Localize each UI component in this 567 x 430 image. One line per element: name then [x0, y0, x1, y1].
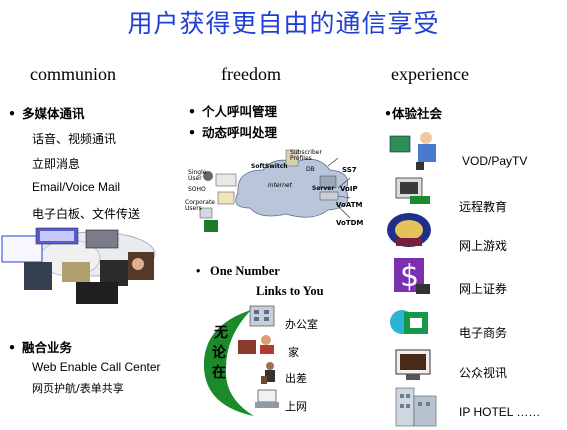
freedom-heading: freedom	[221, 64, 281, 84]
place-home: 家	[288, 346, 299, 359]
communion-item-1: 话音、视频通讯	[32, 132, 117, 146]
label-votdm: VoTDM	[336, 219, 364, 227]
experience-item-hotel: IP HOTEL ……	[459, 405, 541, 419]
svg-text:$: $	[400, 259, 419, 294]
communion-item-2: 立即消息	[32, 157, 81, 171]
bullet-multimedia: 多媒体通讯	[8, 103, 85, 122]
experience-item-video: 公众视讯	[459, 366, 508, 380]
label-voip: VoIP	[340, 185, 358, 193]
softswitch-network-diagram	[199, 149, 351, 232]
experience-item-securities: 网上证券	[459, 282, 508, 296]
label-ss7: SS7	[342, 166, 357, 174]
ecommerce-icon	[390, 310, 428, 334]
experience-item-games: 网上游戏	[459, 239, 508, 253]
place-travel: 出差	[285, 372, 307, 385]
bullet-experience-society: •体验社会	[384, 106, 443, 121]
laptop-user-icon	[255, 389, 279, 408]
bullet-converged: 融合业务	[8, 337, 72, 356]
links-to-you: Links to You	[256, 284, 324, 298]
experience-heading: experience	[391, 64, 469, 84]
communion-heading: communion	[30, 64, 116, 84]
page-title: 用户获得更自由的通信享受	[127, 9, 440, 38]
bullet-one-number: One Number	[196, 264, 280, 279]
converged-item-2: 网页护航/表单共享	[32, 382, 124, 395]
label-subscriber-profiles: Subscriber Profiles	[290, 149, 322, 162]
experience-item-education: 远程教育	[459, 200, 508, 214]
place-online: 上网	[285, 400, 307, 413]
label-db: DB	[306, 166, 315, 173]
label-single-user: Single User	[188, 169, 207, 182]
home-person-icon	[238, 335, 274, 354]
label-softswitch: SoftSwitch	[251, 163, 288, 170]
traveler-icon	[261, 362, 275, 384]
ip-hotel-building-icon	[395, 387, 437, 427]
bullet-personal-call: 个人呼叫管理	[188, 101, 277, 120]
communion-item-3: Email/Voice Mail	[32, 180, 121, 194]
converged-item-1: Web Enable Call Center	[32, 360, 161, 374]
office-building-icon	[249, 305, 275, 327]
label-internet: Internet	[268, 182, 292, 189]
experience-item-vod: VOD/PayTV	[462, 154, 528, 168]
label-corporate-users: Corporate Users	[185, 199, 215, 212]
securities-dollar-icon: $	[394, 258, 430, 294]
anywhere-char-2: 论	[212, 345, 226, 361]
label-server: Server	[312, 185, 335, 192]
public-video-kiosk-icon	[395, 349, 431, 380]
vod-viewer-icon	[389, 132, 436, 170]
bullet-dynamic-call: 动态呼叫处理	[188, 122, 277, 141]
anywhere-char-3: 在	[212, 365, 226, 381]
distance-education-icon	[395, 177, 430, 204]
online-game-icon	[387, 213, 431, 247]
multimedia-collage-illustration	[1, 227, 156, 304]
anywhere-swoosh	[203, 310, 254, 416]
label-voatm: VoATM	[336, 201, 363, 209]
experience-item-ecommerce: 电子商务	[459, 326, 508, 340]
experience-bullet-label: 体验社会	[392, 106, 443, 121]
label-soho: SOHO	[188, 186, 206, 193]
anywhere-char-1: 无	[214, 325, 228, 341]
communion-item-4: 电子白板、文件传送	[32, 207, 141, 221]
place-office: 办公室	[285, 318, 318, 331]
